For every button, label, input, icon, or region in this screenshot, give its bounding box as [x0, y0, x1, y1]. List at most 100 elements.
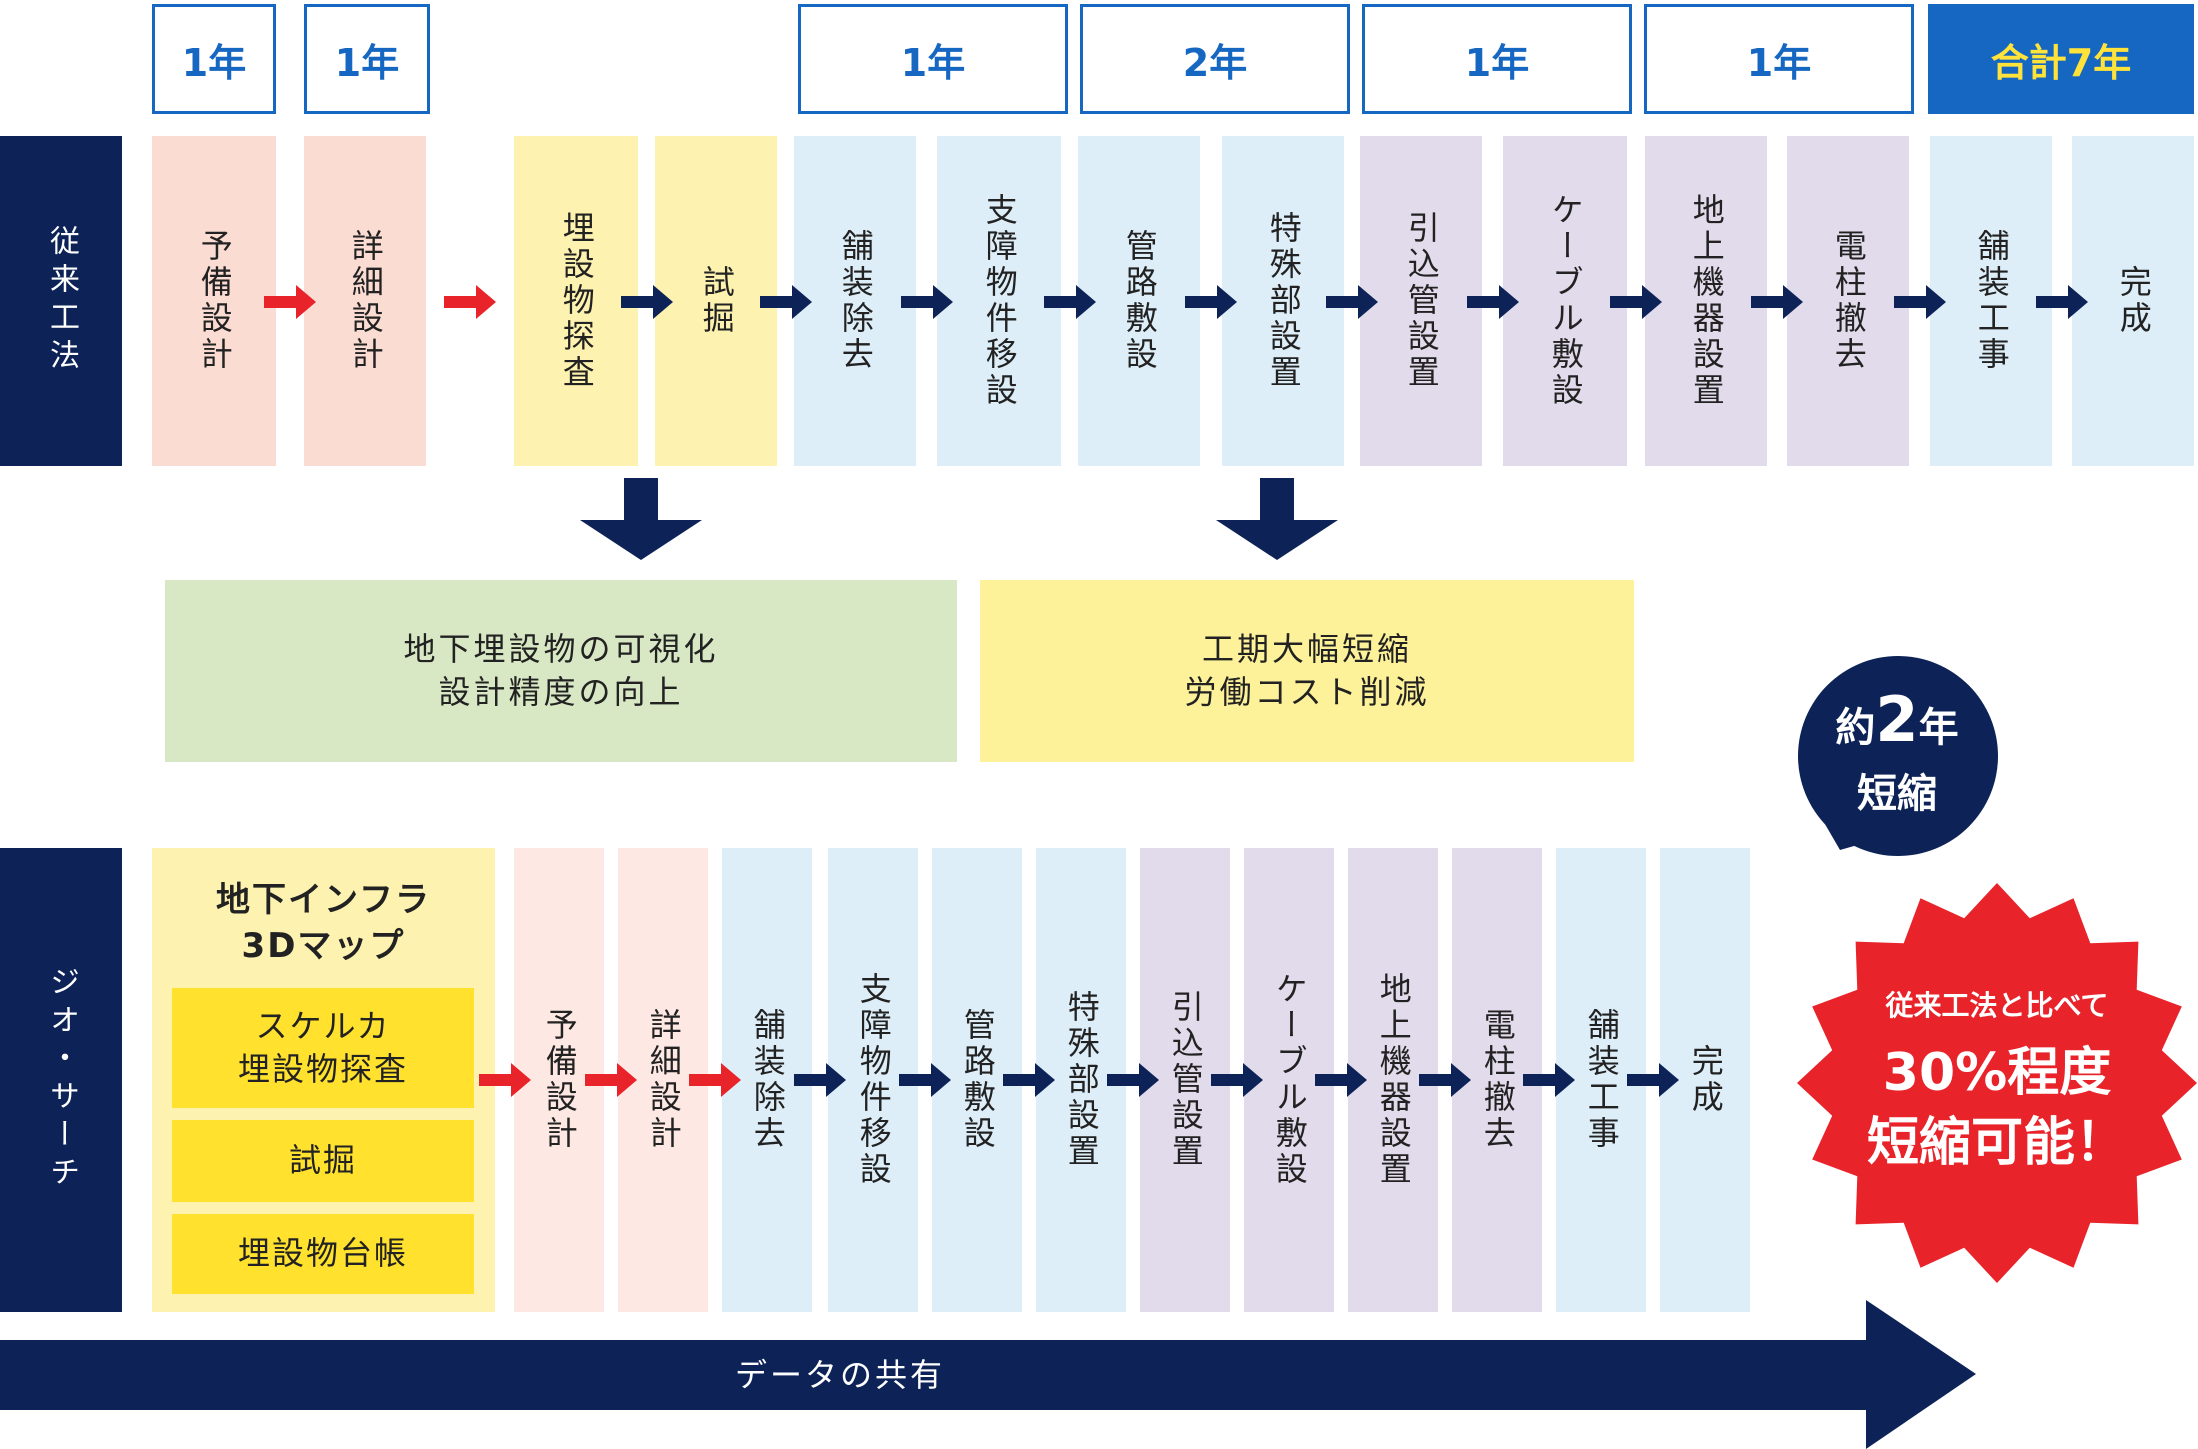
underground-3d-map-panel: 地下インフラ 3Dマップ スケルカ 埋設物探査 試掘 埋設物台帳 [152, 848, 495, 1312]
conventional-step-3: 埋設物探査 [514, 136, 638, 466]
map-item-1-line-2: 埋設物探査 [237, 1050, 408, 1088]
conventional-step-4-label: 試掘 [697, 265, 736, 337]
map-title-line-1: 地下インフラ [216, 880, 431, 920]
geo-step-9-label: 地上機器設置 [1374, 972, 1413, 1188]
conventional-arrow-8 [1326, 285, 1378, 319]
geo-step-12-label: 完成 [1686, 1044, 1725, 1116]
year-label-1: 1年 [152, 4, 276, 114]
conventional-step-5-label: 舗装除去 [836, 229, 875, 373]
conventional-arrow-12 [1893, 285, 1946, 319]
conventional-step-6-label: 支障物件移設 [980, 193, 1019, 409]
badge-line-2: 短縮 [1857, 771, 1937, 817]
map-item-3-line-1: 埋設物台帳 [237, 1234, 408, 1273]
year-label-4: 2年 [1080, 4, 1350, 114]
conventional-arrow-10 [1610, 285, 1662, 319]
conventional-arrow-11 [1751, 285, 1803, 319]
geo-step-5-label: 管路敷設 [958, 1008, 997, 1152]
geo-arrow-9 [1315, 1063, 1367, 1097]
effect-2-line-2: 労働コスト削減 [1184, 673, 1430, 711]
conventional-step-9: 引込管設置 [1360, 136, 1482, 466]
geo-arrow-4 [794, 1063, 846, 1097]
conventional-step-11-label: 地上機器設置 [1687, 193, 1726, 409]
geo-step-11-label: 舗装工事 [1582, 1008, 1621, 1152]
two-year-badge [1798, 656, 1998, 856]
geo-arrow-5 [899, 1063, 951, 1097]
thirty-percent-burst [1797, 883, 2197, 1283]
geo-arrow-1 [478, 1063, 531, 1097]
effect-1-line-1: 地下埋設物の可視化 [403, 629, 719, 668]
conventional-step-10: ケーブル敷設 [1503, 136, 1627, 466]
data-sharing-arrow [0, 1300, 1976, 1449]
conventional-step-14: 完成 [2072, 136, 2194, 466]
year-label-6: 1年 [1644, 4, 1914, 114]
geo-step-2-label: 詳細設計 [644, 1008, 683, 1152]
geo-step-8-label: ケーブル敷設 [1270, 972, 1309, 1188]
geo-arrow-10 [1419, 1063, 1471, 1097]
down-arrow-right [1216, 478, 1338, 560]
conventional-step-2-label: 詳細設計 [346, 229, 385, 373]
conventional-step-8: 特殊部設置 [1222, 136, 1344, 466]
geo-step-3-label: 舗装除去 [748, 1008, 787, 1152]
conventional-arrow-1 [264, 285, 316, 319]
conventional-step-1: 予備設計 [152, 136, 276, 466]
conventional-step-5: 舗装除去 [794, 136, 916, 466]
conventional-method-label: 従来工法 [0, 136, 122, 466]
conventional-step-2: 詳細設計 [304, 136, 426, 466]
conventional-step-8-label: 特殊部設置 [1264, 211, 1303, 391]
geo-step-6-label: 特殊部設置 [1062, 990, 1101, 1170]
geo-arrow-11 [1523, 1063, 1575, 1097]
badge-number: 2 [1875, 683, 1919, 756]
conventional-step-7: 管路敷設 [1078, 136, 1200, 466]
geo-arrow-2 [585, 1063, 637, 1097]
geo-step-10-label: 電柱撤去 [1478, 1008, 1517, 1152]
conventional-arrow-5 [900, 285, 953, 319]
geo-arrow-3 [689, 1063, 741, 1097]
conventional-step-13: 舗装工事 [1930, 136, 2052, 466]
geo-arrow-12 [1627, 1063, 1679, 1097]
map-item-ledger: 埋設物台帳 [172, 1214, 474, 1294]
conventional-arrow-2 [444, 285, 496, 319]
conventional-step-3-label: 埋設物探査 [557, 211, 596, 391]
total-years-badge: 合計7年 [1928, 4, 2194, 114]
burst-line-3: 短縮可能！ [1866, 1113, 2127, 1173]
conventional-step-11: 地上機器設置 [1645, 136, 1767, 466]
geo-arrow-8 [1211, 1063, 1263, 1097]
geo-step-4-label: 支障物件移設 [854, 972, 893, 1188]
conventional-step-9-label: 引込管設置 [1402, 211, 1441, 391]
geo-search-method-label: ジオ・サーチ [0, 848, 122, 1312]
effect-box-shortening: 工期大幅短縮 労働コスト削減 [980, 580, 1634, 762]
year-label-3: 1年 [798, 4, 1068, 114]
geo-step-1-label: 予備設計 [540, 1008, 579, 1152]
conventional-step-1-label: 予備設計 [195, 229, 234, 373]
conventional-step-12: 電柱撤去 [1787, 136, 1909, 466]
conventional-arrow-6 [1043, 285, 1096, 319]
conventional-step-12-label: 電柱撤去 [1829, 229, 1868, 373]
badge-line-1: 約2年 [1802, 689, 1992, 752]
map-item-trial-dig: 試掘 [172, 1120, 474, 1202]
conventional-step-6: 支障物件移設 [937, 136, 1061, 466]
conventional-arrow-13 [2036, 285, 2088, 319]
badge-prefix: 約 [1835, 705, 1876, 751]
effect-box-visualization: 地下埋設物の可視化 設計精度の向上 [165, 580, 957, 762]
conventional-step-14-label: 完成 [2114, 265, 2153, 337]
geo-arrow-6 [1003, 1063, 1055, 1097]
conventional-arrow-7 [1185, 285, 1237, 319]
map-item-2-line-1: 試掘 [288, 1141, 357, 1180]
conventional-arrow-3 [620, 285, 673, 319]
effect-1-line-2: 設計精度の向上 [438, 673, 684, 711]
year-label-2: 1年 [304, 4, 430, 114]
conventional-step-7-label: 管路敷設 [1120, 229, 1159, 373]
down-arrow-left [580, 478, 702, 560]
map-item-skeruca: スケルカ 埋設物探査 [172, 988, 474, 1108]
effect-2-line-1: 工期大幅短縮 [1201, 629, 1412, 668]
map-item-1-line-1: スケルカ [255, 1006, 391, 1045]
conventional-step-10-label: ケーブル敷設 [1546, 193, 1585, 409]
conventional-arrow-4 [759, 285, 812, 319]
year-label-5: 1年 [1362, 4, 1632, 114]
geo-step-7-label: 引込管設置 [1166, 990, 1205, 1170]
burst-line-1: 従来工法と比べて [1885, 989, 2109, 1022]
map-title-line-2: 3Dマップ [241, 926, 406, 966]
badge-suffix: 年 [1918, 705, 1959, 751]
conventional-arrow-9 [1466, 285, 1519, 319]
